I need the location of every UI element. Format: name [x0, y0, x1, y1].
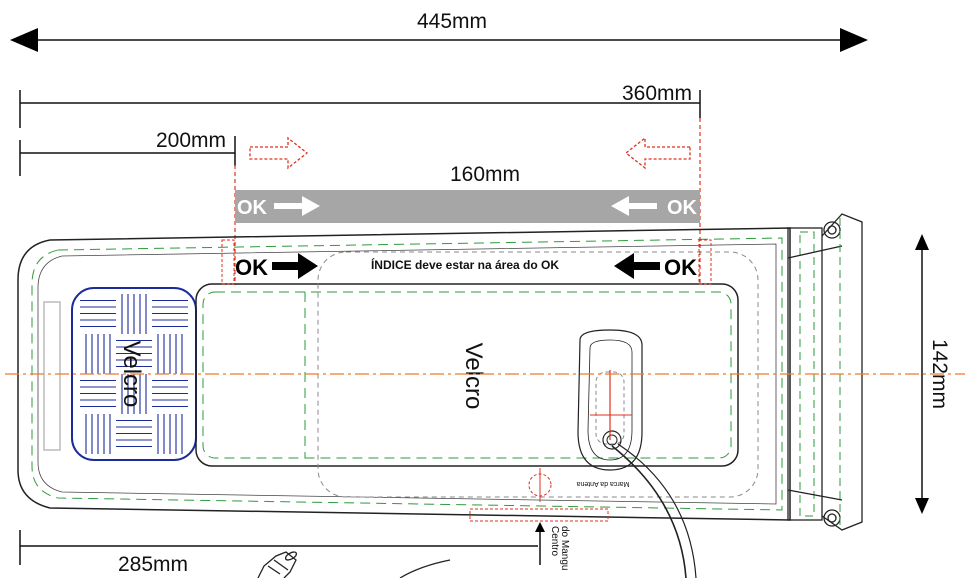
ok-label-band-right: OK — [667, 197, 698, 219]
arrow-right-icon — [274, 196, 320, 216]
velcro-label-main: Velcro — [460, 343, 487, 410]
strap-end — [787, 213, 863, 531]
red-extension-lines — [234, 118, 701, 285]
dimension-142: 142mm — [915, 234, 951, 514]
arrow-left-black-icon — [614, 253, 660, 279]
dimension-445: 445mm — [10, 10, 868, 52]
velcro-pad-main: Velcro — [195, 283, 739, 467]
antenna-mark-label: Marca da Antena — [576, 480, 629, 487]
dimension-285: 285mm Centro do Mangu — [19, 522, 570, 576]
red-marker-right — [698, 239, 712, 285]
dimension-200: 200mm — [19, 129, 236, 176]
ok-row: OK ÍNDICE deve estar na área do OK OK — [235, 253, 697, 280]
hose-center-label-2: do Mangu — [559, 526, 570, 570]
ok-label-left: OK — [235, 255, 268, 280]
dashed-arrow-left — [624, 136, 691, 170]
dimension-label-142: 142mm — [928, 339, 951, 409]
red-marker-left — [221, 239, 235, 285]
antenna-connector: Marca da Antena — [576, 329, 697, 579]
ok-label-right: OK — [664, 255, 697, 280]
dimension-label-200: 200mm — [156, 129, 226, 152]
cable-loop — [399, 559, 451, 579]
dashed-arrow-right — [249, 136, 309, 170]
hose-fitting — [257, 551, 298, 579]
dimension-label-160: 160mm — [450, 163, 520, 186]
arrow-right-black-icon — [272, 253, 318, 279]
ok-label-band-left: OK — [237, 197, 268, 219]
left-slot — [43, 301, 61, 451]
device-body — [17, 227, 791, 521]
dimension-label-445: 445mm — [417, 10, 487, 33]
dimension-label-360: 360mm — [622, 82, 692, 105]
ok-band: OK OK — [235, 190, 700, 223]
index-note: ÍNDICE deve estar na área do OK — [371, 257, 559, 272]
dimension-label-285: 285mm — [118, 553, 188, 576]
dimension-360: 360mm — [19, 82, 701, 128]
center-marker — [469, 468, 609, 522]
hose-center-label-1: Centro — [549, 526, 560, 556]
arrow-left-icon — [611, 196, 657, 216]
